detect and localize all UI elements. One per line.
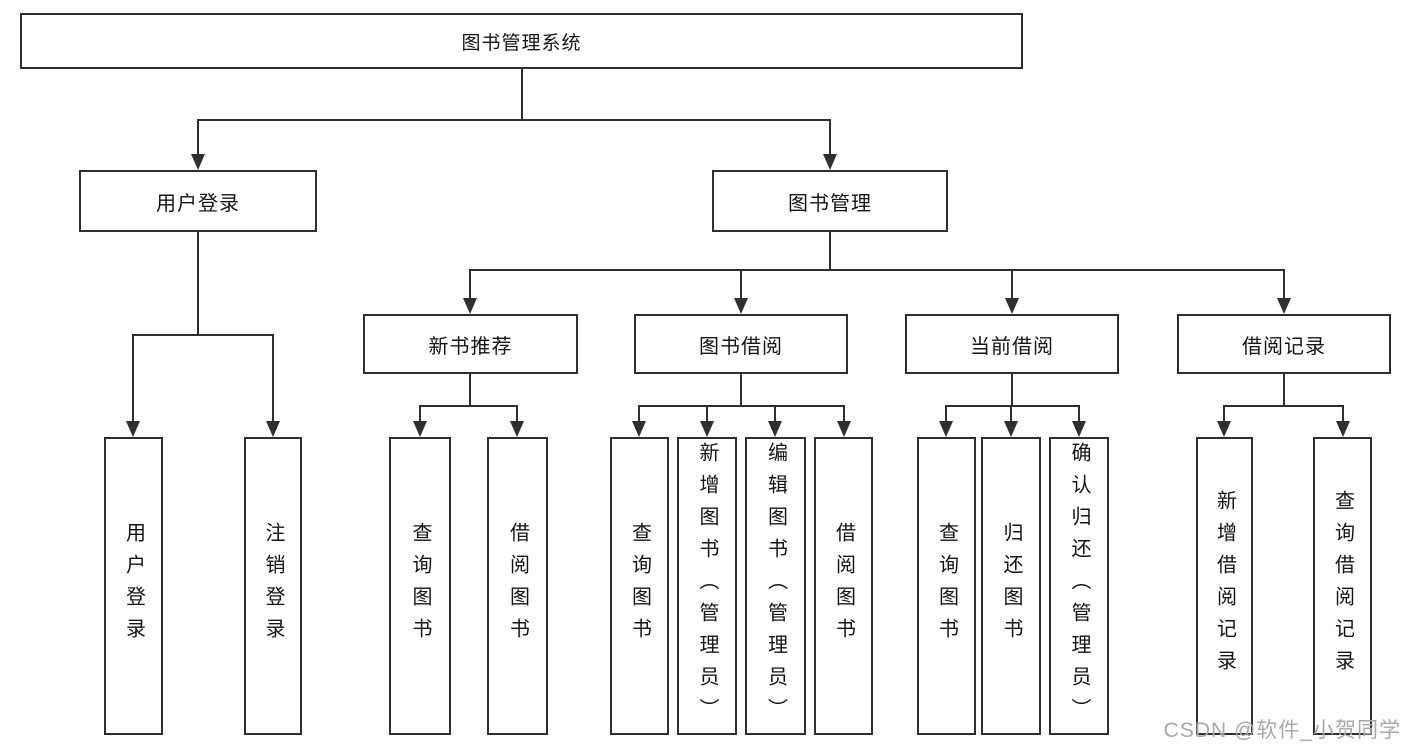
connector-g1-bar: [419, 405, 518, 407]
node-current-borrow: 当前借阅: [905, 314, 1119, 374]
leaf-borrow-books: 借阅图书: [814, 437, 873, 735]
connector-bookborrow-drop: [740, 269, 742, 300]
leaf-user-login: 用户登录: [104, 437, 163, 735]
leaf-query-borrow-record: 查询借阅记录: [1313, 437, 1372, 735]
leaf-add-borrow-record: 新增借阅记录: [1196, 437, 1253, 735]
node-new-book-recommend: 新书推荐: [363, 314, 578, 374]
leaf-edit-book-admin: 编辑图书（管理员）: [745, 437, 806, 735]
leaf-label: 确认归还（管理员）: [1068, 442, 1090, 730]
connector-g2-leg1: [638, 405, 640, 423]
leaf-label: 借阅图书: [506, 522, 529, 650]
arrow-down-icon: [837, 421, 851, 437]
connector-user-leaf2-drop: [272, 334, 274, 422]
arrow-down-icon: [700, 421, 714, 437]
leaf-query-books-current: 查询图书: [917, 437, 976, 735]
connector-g2-leg4: [843, 405, 845, 423]
node-book-borrow: 图书借阅: [634, 314, 848, 374]
leaf-label: 查询借阅记录: [1331, 490, 1354, 682]
connector-g1-leg1: [419, 405, 421, 423]
arrow-down-icon: [510, 421, 524, 437]
arrow-down-icon: [734, 298, 748, 314]
leaf-return-books: 归还图书: [981, 437, 1041, 735]
connector-g3-leg2: [1010, 405, 1012, 423]
leaf-label: 注销登录: [262, 522, 284, 650]
arrow-down-icon: [126, 421, 140, 437]
leaf-query-books-borrow: 查询图书: [610, 437, 669, 735]
connector-newbook-drop: [469, 269, 471, 300]
connector-user-login-drop: [197, 119, 199, 155]
connector-g4-leg2: [1342, 405, 1344, 423]
arrow-down-icon: [266, 421, 280, 437]
arrow-down-icon: [1072, 421, 1086, 437]
leaf-add-book-admin: 新增图书（管理员）: [677, 437, 737, 735]
connector-level1-bar: [197, 119, 831, 121]
node-root-system: 图书管理系统: [20, 13, 1023, 69]
arrow-down-icon: [1277, 298, 1291, 314]
connector-user-branch-bar: [132, 334, 274, 336]
connector-g3-leg1: [945, 405, 947, 423]
connector-user-leaf1-drop: [132, 334, 134, 422]
node-book-management: 图书管理: [712, 170, 948, 232]
arrow-down-icon: [1217, 421, 1231, 437]
leaf-label: 查询图书: [409, 522, 431, 650]
leaf-borrow-books-recommend: 借阅图书: [487, 437, 548, 735]
connector-currentborrow-drop: [1011, 269, 1013, 300]
arrow-down-icon: [1336, 421, 1350, 437]
leaf-confirm-return-admin: 确认归还（管理员）: [1049, 437, 1109, 735]
leaf-label: 新增借阅记录: [1213, 490, 1236, 682]
leaf-label: 用户登录: [122, 522, 145, 650]
connector-mgmt-branch-stem: [829, 232, 831, 271]
node-user-login: 用户登录: [79, 170, 317, 232]
leaf-logout: 注销登录: [244, 437, 302, 735]
arrow-down-icon: [768, 421, 782, 437]
connector-g4-bar: [1223, 405, 1344, 407]
leaf-label: 查询图书: [628, 522, 651, 650]
arrow-down-icon: [191, 154, 205, 170]
leaf-label: 查询图书: [935, 522, 958, 650]
leaf-label: 归还图书: [1000, 522, 1022, 650]
node-borrow-records: 借阅记录: [1177, 314, 1391, 374]
arrow-down-icon: [823, 154, 837, 170]
connector-g3-leg3: [1078, 405, 1080, 423]
arrow-down-icon: [1005, 298, 1019, 314]
connector-g2-leg2: [706, 405, 708, 423]
connector-borrowrecord-drop: [1283, 269, 1285, 300]
arrow-down-icon: [939, 421, 953, 437]
connector-level3-bar: [470, 269, 1284, 271]
arrow-down-icon: [1004, 421, 1018, 437]
connector-g2-leg3: [774, 405, 776, 423]
connector-g4-stem: [1283, 374, 1285, 407]
leaf-label: 编辑图书（管理员）: [764, 442, 787, 730]
leaf-query-books-recommend: 查询图书: [389, 437, 451, 735]
connector-g4-leg1: [1223, 405, 1225, 423]
connector-g2-stem: [740, 374, 742, 407]
connector-g3-stem: [1011, 374, 1013, 407]
connector-g1-leg2: [516, 405, 518, 423]
connector-g3-bar: [945, 405, 1080, 407]
arrow-down-icon: [413, 421, 427, 437]
connector-user-branch-stem: [197, 232, 199, 336]
arrow-down-icon: [632, 421, 646, 437]
leaf-label: 新增图书（管理员）: [696, 442, 718, 730]
connector-g2-bar: [638, 405, 845, 407]
connector-g1-stem: [469, 374, 471, 407]
arrow-down-icon: [463, 298, 477, 314]
leaf-label: 借阅图书: [832, 522, 855, 650]
connector-root-stem: [521, 69, 523, 120]
connector-book-mgmt-drop: [829, 119, 831, 155]
